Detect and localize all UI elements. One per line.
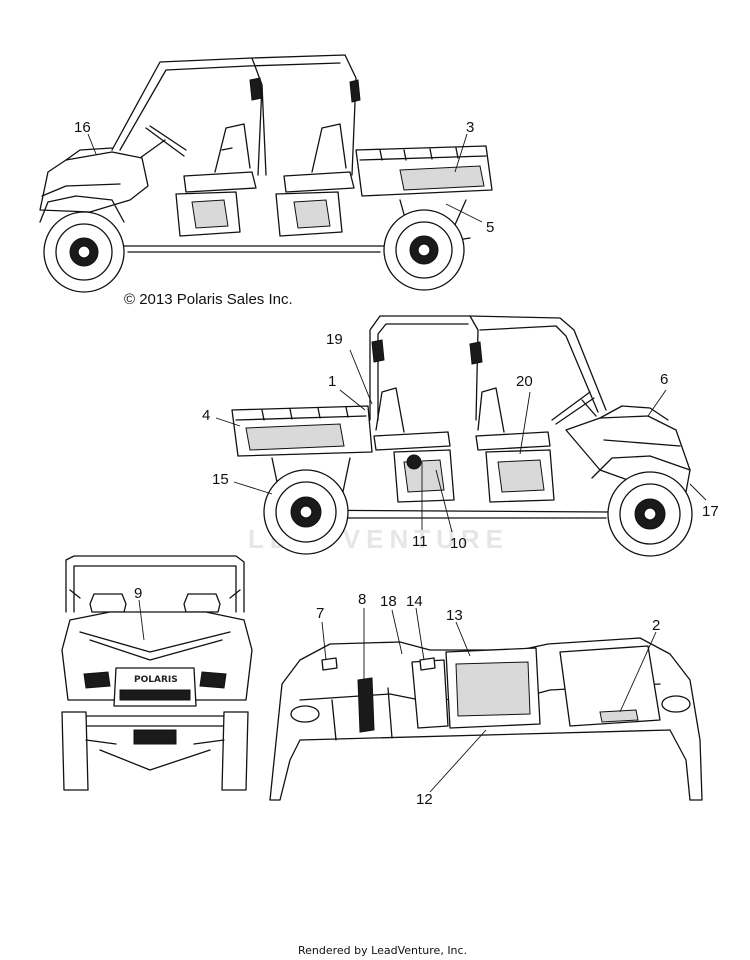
callout-14: 14 [406, 593, 423, 610]
grill-badge: POLARIS [134, 675, 178, 685]
callout-10: 10 [450, 535, 467, 552]
callout-7: 7 [316, 605, 324, 622]
callout-8: 8 [358, 591, 366, 608]
callout-16: 16 [74, 119, 91, 136]
callout-19: 19 [326, 331, 343, 348]
callout-6: 6 [660, 371, 668, 388]
callout-1: 1 [328, 373, 336, 390]
cargo-box-detail [269, 637, 703, 801]
callout-15: 15 [212, 471, 229, 488]
callout-11: 11 [412, 533, 428, 550]
callout-13: 13 [446, 607, 463, 624]
vehicle-side-view-left [39, 54, 493, 293]
callout-20: 20 [516, 373, 533, 390]
callout-3: 3 [466, 119, 474, 136]
callout-2: 2 [652, 617, 660, 634]
callout-18: 18 [380, 593, 397, 610]
callout-17: 17 [702, 503, 719, 520]
vehicle-side-view-right [231, 315, 693, 557]
callout-4: 4 [202, 407, 210, 424]
vehicle-front-view: POLARIS [61, 555, 253, 791]
callout-12: 12 [416, 791, 433, 808]
footer-text: Rendered by LeadVenture, Inc. [298, 944, 467, 957]
copyright-text: © 2013 Polaris Sales Inc. [124, 291, 293, 308]
callout-5: 5 [486, 219, 494, 236]
callout-9: 9 [134, 585, 142, 602]
